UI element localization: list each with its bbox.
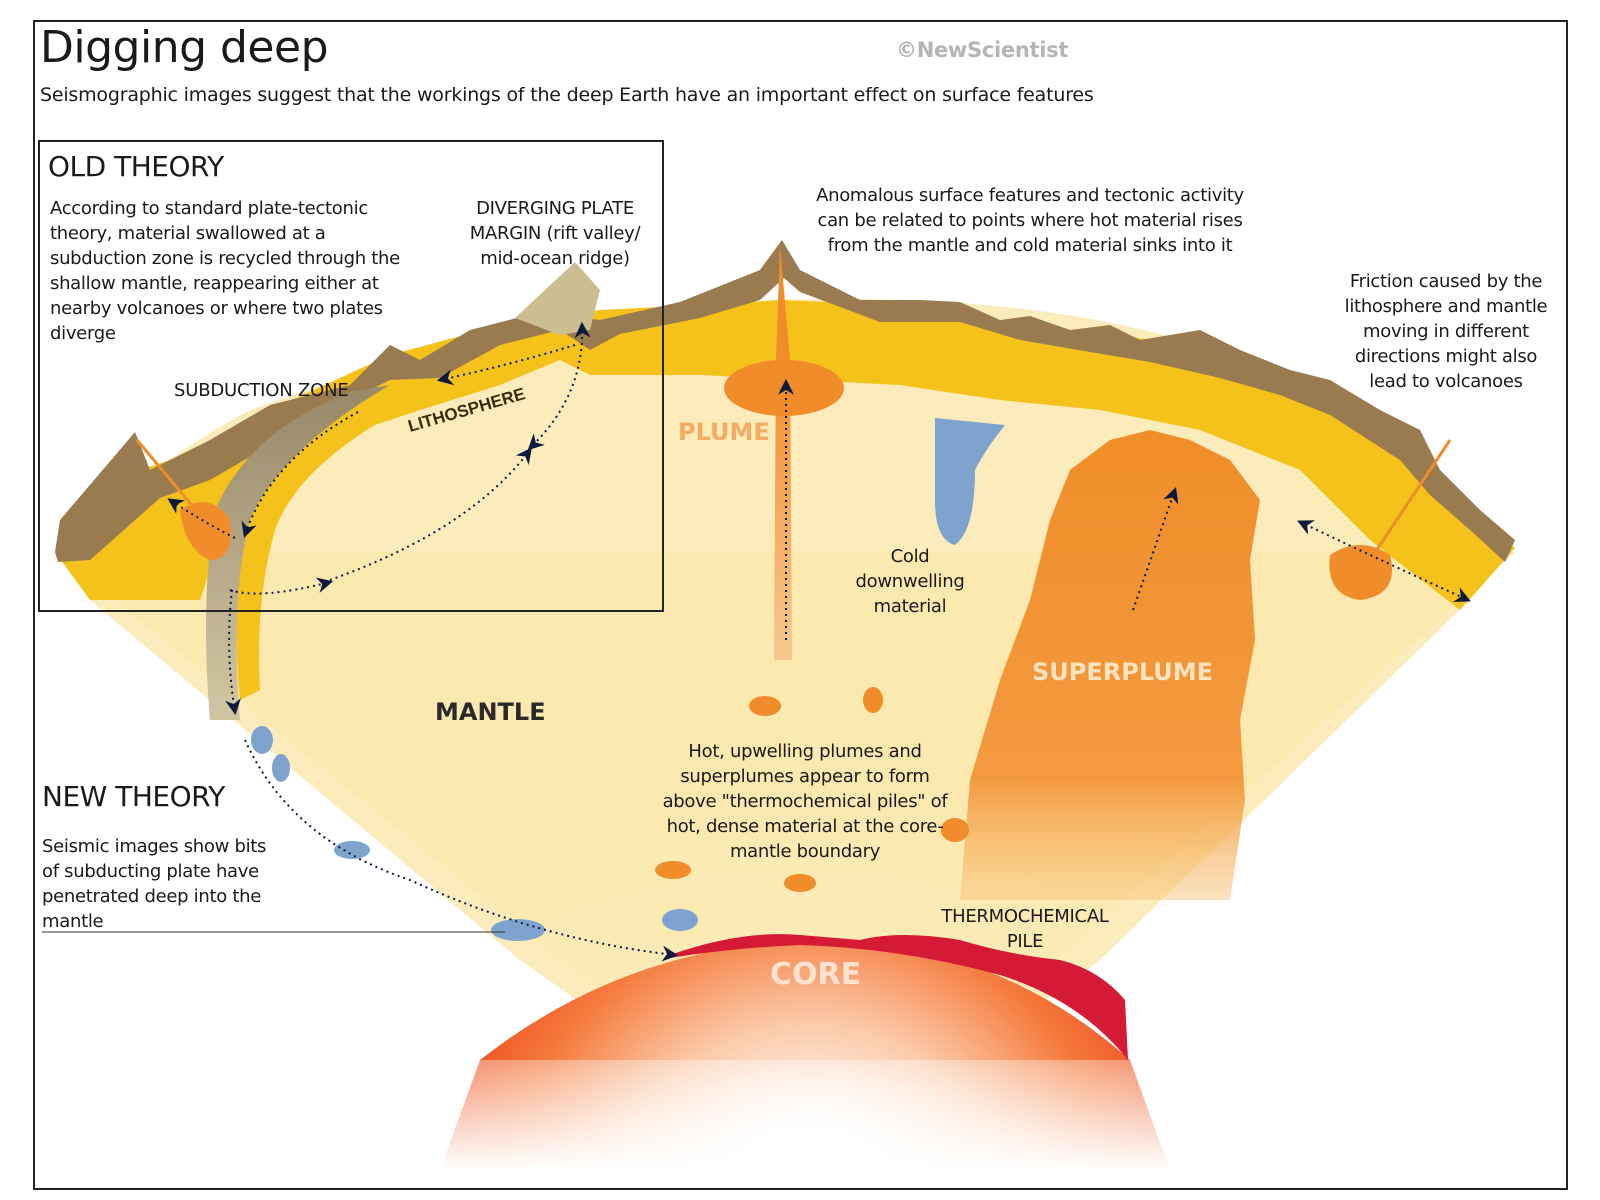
slab-fragment (334, 841, 370, 859)
thermochemical-pile-label: THERMOCHEMICAL PILE (941, 906, 1109, 952)
arrow-slab-bottom (229, 577, 334, 595)
plume-label: PLUME (678, 418, 770, 446)
plume-blob (784, 874, 816, 892)
friction-label: Friction caused by the lithosphere and m… (1344, 271, 1548, 392)
arrow-ridge-down (527, 321, 591, 451)
page-title: Digging deep (40, 22, 329, 73)
slab-fragment (491, 919, 545, 941)
new-theory-heading: NEW THEORY (42, 780, 225, 813)
plume-blob (941, 818, 969, 842)
thermochemical-pile (670, 934, 1128, 1060)
plume-blob (655, 861, 691, 879)
subduction-zone-label: SUBDUCTION ZONE (174, 380, 349, 401)
volcano-melt-left (180, 502, 231, 560)
figure-frame (33, 20, 1568, 1190)
superplume-body (960, 430, 1260, 900)
arrow-deep-slab (225, 589, 241, 716)
subtitle: Seismographic images suggest that the wo… (40, 84, 1094, 106)
old-theory-heading: OLD THEORY (48, 150, 224, 183)
new-theory-body: Seismic images show bits of subducting p… (42, 836, 267, 932)
plume-head (724, 360, 844, 416)
slab-fragment (662, 909, 698, 931)
volcano-conduit-left (135, 439, 202, 516)
arrow-volcano-left (167, 498, 236, 539)
hot-upwelling-label: Hot, upwelling plumes and superplumes ap… (662, 741, 948, 862)
core-bottom-fade (430, 1060, 1190, 1172)
ridge-wedge (515, 262, 600, 335)
diverging-plate-label: DIVERGING PLATE MARGIN (rift valley/ mid… (469, 198, 641, 269)
subducting-slab (206, 385, 390, 720)
plume-stem (774, 245, 792, 660)
slab-fragment (251, 726, 273, 754)
old-theory-box (38, 140, 664, 612)
cold-downwelling (935, 418, 1005, 545)
arrow-friction (1297, 520, 1471, 602)
credit-logo: ©NewScientist (896, 38, 1069, 62)
core-label: CORE (770, 957, 862, 992)
plume-blob (749, 696, 781, 716)
slab-lithosphere (236, 385, 420, 700)
cold-downwelling-label: Cold downwelling material (855, 546, 965, 617)
arrow-mantle-return (329, 447, 532, 581)
arrow-slab-down (241, 411, 359, 539)
old-theory-body: According to standard plate-tectonic the… (50, 198, 400, 344)
mantle-label: MANTLE (435, 698, 546, 726)
slab-fragment (272, 754, 290, 782)
plume-blob (863, 687, 883, 713)
anomalous-features-label: Anomalous surface features and tectonic … (816, 185, 1244, 256)
superplume-label: SUPERPLUME (1032, 658, 1214, 686)
arrow-deep-path (244, 739, 679, 962)
